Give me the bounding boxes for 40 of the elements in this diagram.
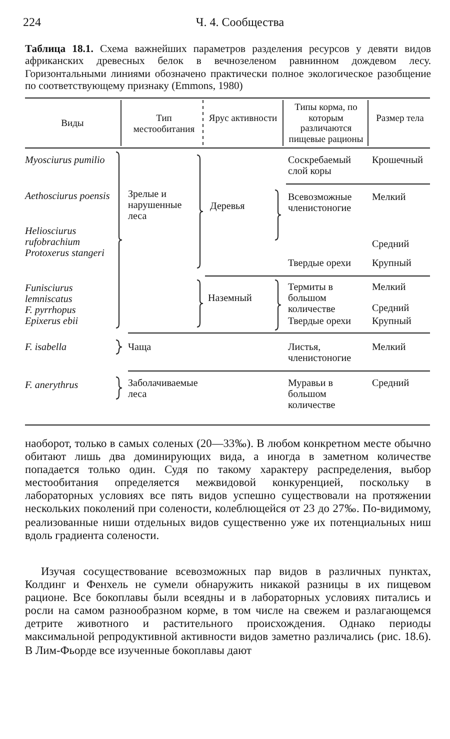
species-name: Funisciurus lemniscatus — [25, 283, 74, 305]
table-cell-text: Наземный — [208, 293, 253, 304]
table-cell-text: Твердые орехи — [288, 258, 352, 269]
table-cell-text: Твердые орехи — [288, 316, 352, 327]
species-name: Epixerus ebii — [25, 316, 80, 327]
species-name: F. pyrrhopus — [25, 305, 77, 316]
table-caption: Таблица 18.1. Схема важнейших параметров разделения ресурсов у девяти видов африканских древесных белок в вечнозеленом равнинном дождевом лесу. Горизонтальными линиями обозначено практически полное экологическое разобщение по соответствующему признаку (Emmons, 1980) — [25, 44, 431, 94]
table-cell-text: Мелкий — [372, 192, 407, 203]
table-cell-text: Средний — [372, 239, 410, 250]
body-paragraph: наоборот, только в самых соленых (20—33‰). В любом конкретном месте обычно обитают лишь два доминирующих вида, а иногда в заметном количестве попадается только один. Судя по такому характеру распределения, выбор местообитания определяется межвидовой конкуренцией, поскольку в лабораторных условиях все пять видов успешно существовали на протяжении нескольких поколений при солености, колеблющейся от 23 до 27‰. По-видимому, реализованные ниши отдельных видов существенно уже их потенциальных ниш вдоль градиента солености. — [25, 438, 431, 543]
table-cell-text: Зрелые и нарушенные леса — [128, 189, 183, 222]
table-cell-text: Деревья — [210, 201, 246, 212]
table-cell-text: Мелкий — [372, 342, 407, 353]
column-header: Виды — [60, 119, 85, 130]
species-name: Heliosciurus rufobrachium — [25, 226, 81, 248]
table-cell-text: Крупный — [372, 258, 412, 269]
table-cell: Заболачиваемые леса — [128, 378, 198, 400]
column-header: Типы корма, по которым различаются пищевые рационы — [288, 103, 364, 145]
table-cell-text: Крупный — [372, 316, 412, 327]
column-header: Тип местообитания — [132, 114, 196, 135]
species-name: F. anerythrus — [25, 380, 80, 391]
table-cell-text: Чаща — [128, 342, 152, 353]
table-cell-text: Мелкий — [372, 282, 407, 293]
running-head: Ч. 4. Сообщества — [194, 15, 286, 29]
species-name: Myosciurus pumilio — [25, 155, 106, 166]
species-name: Aethosciurus poensis — [25, 191, 111, 202]
species-name: F. isabella — [25, 342, 68, 353]
table-cell-text: Соскребаемый слой коры — [288, 155, 352, 177]
table-cell-text: Средний — [372, 303, 410, 314]
column-header: Ярус активности — [208, 114, 278, 124]
table-cell-text: Листья, членистоногие — [288, 342, 352, 364]
table-cell-text: Муравьи в большом количестве — [288, 378, 336, 411]
table-cell-text: Крошечный — [372, 155, 424, 166]
body-paragraph: Изучая сосуществование всевозможных пар видов в различных пунктах, Колдинг и Фенхель не сумели обнаружить никакой разницы в их пищевом рационе. Все бокоплавы были всеядны и в лабораторных условиях питались и росли на самом разнообразном корме, в том числе на свежем и разлагающемся детрите животного и растительного происхождения. Однако периоды максимальной репродуктивной активности видов заметно различались (рис. 18.6). В Лим-Фьорде все изученные бокоплавы дают — [25, 566, 431, 658]
table-cell-text: Термиты в большом количестве — [288, 282, 336, 315]
column-header: Размер тела — [375, 114, 425, 124]
table-cell-text: Средний — [372, 378, 410, 389]
page-number: 224 — [23, 15, 42, 29]
species-name: Protoxerus stangeri — [25, 248, 106, 259]
table-cell-text: Всевозможные членистоногие — [288, 192, 353, 214]
